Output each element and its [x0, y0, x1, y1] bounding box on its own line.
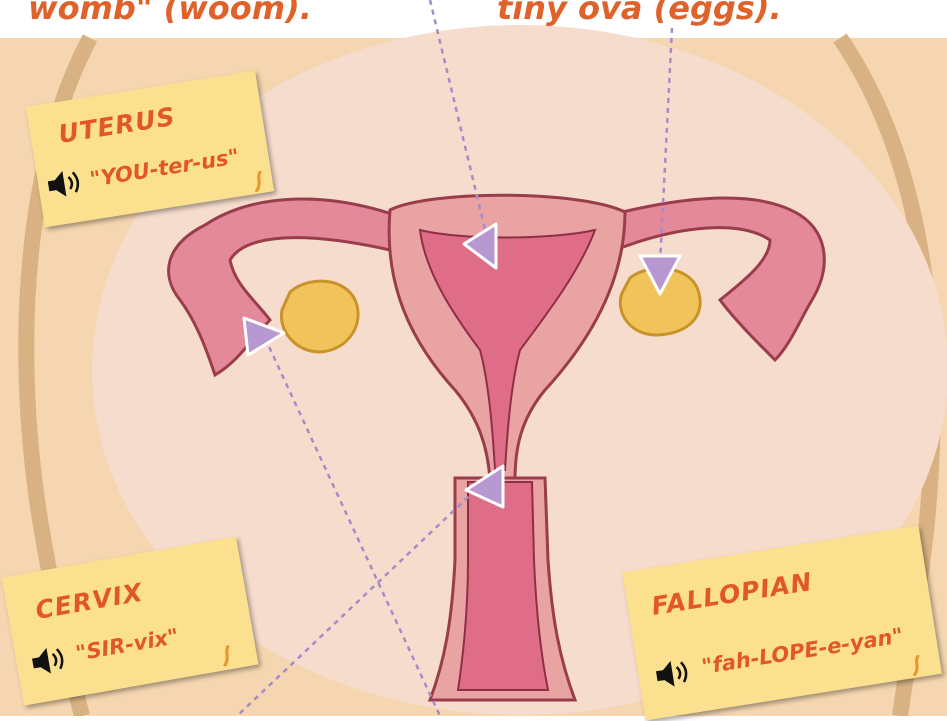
page-curl-icon: [909, 654, 926, 676]
page-curl-icon: [219, 645, 236, 667]
page-curl-icon: [251, 170, 268, 192]
label-term: UTERUS: [56, 102, 177, 149]
caption-left: womb" (woom).: [28, 0, 312, 24]
speaker-icon[interactable]: [26, 641, 73, 680]
label-pronunciation: "SIR-vix": [74, 624, 181, 666]
label-term: FALLOPIAN: [650, 567, 815, 621]
speaker-icon[interactable]: [650, 654, 696, 692]
label-term: CERVIX: [33, 578, 145, 625]
caption-right: tiny ova (eggs).: [497, 0, 782, 24]
label-pronunciation: "YOU-ter-us": [88, 144, 241, 191]
speaker-icon[interactable]: [42, 165, 88, 203]
label-pronunciation: "fah-LOPE-e-yan": [700, 623, 905, 679]
ovary-left: [281, 281, 358, 352]
